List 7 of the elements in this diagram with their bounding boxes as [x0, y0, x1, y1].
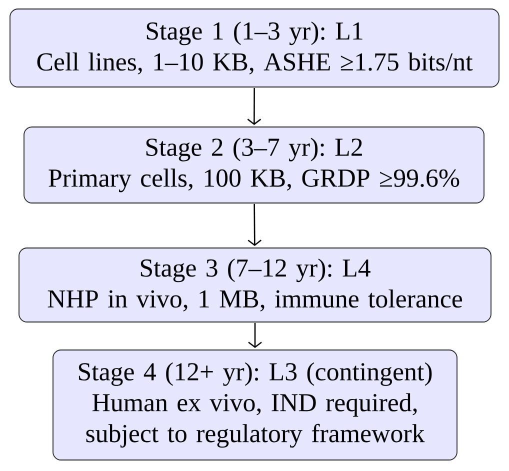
stage-box: Stage 1 (1–3 yr): L1 Cell lines, 1–10 KB, ASHE ≥1.75 bits/nt: [10, 8, 500, 88]
stage-box: Stage 3 (7–12 yr): L4 NHP in vivo, 1 MB, immune tolerance: [18, 248, 492, 322]
stage-box: Stage 2 (3–7 yr): L2 Primary cells, 100 KB, GRDP ≥99.6%: [24, 126, 484, 204]
arrow: [248, 322, 262, 348]
arrow: [248, 204, 262, 246]
stage-box: Stage 4 (12+ yr): L3 (contingent) Human ex vivo, IND required, subject to regulatory framework: [52, 350, 458, 460]
arrow: [247, 88, 262, 126]
